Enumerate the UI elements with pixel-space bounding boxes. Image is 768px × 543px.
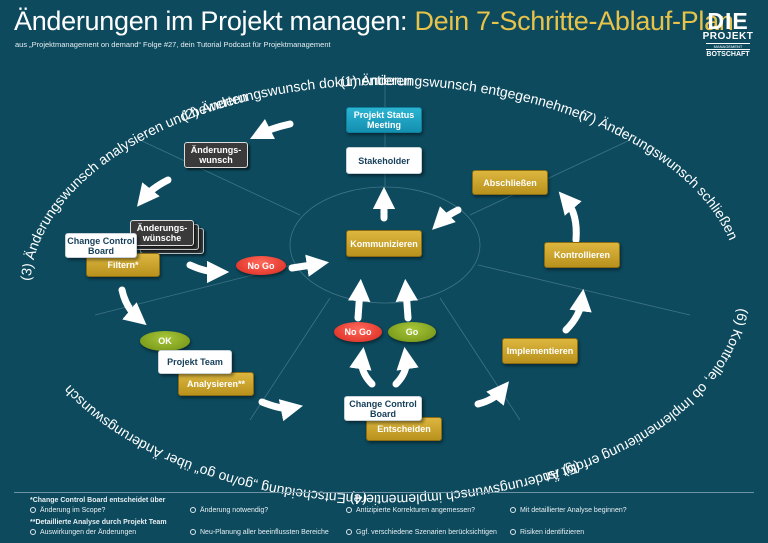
arrow-to-ccb-bottom [258,398,303,422]
arrow-go-to-kommunizieren [395,278,418,322]
ring-step-5: (5) Änderungswunsch implementieren [345,459,583,508]
abschliessen-box: Abschließen [472,170,548,195]
ok-pill: OK [140,331,190,351]
aenderungswuensche-doc: Änderungs-wünsche [130,220,194,246]
bullet-icon [30,507,36,514]
svg-text:(4) Entscheidung „go/no go“ üb: (4) Entscheidung „go/no go“ über Änderun… [60,382,367,507]
kontrollieren-box: Kontrollieren [544,242,620,268]
page-title: Änderungen im Projekt managen: Dein 7-Sc… [14,6,734,37]
subtitle: aus „Projektmanagement on demand“ Folge … [15,40,331,49]
analysis-note-heading: **Detaillierte Analyse durch Projekt Tea… [30,519,167,526]
arrow-to-ccb [137,176,172,207]
logo-line-2: PROJEKT [702,31,754,42]
bullet-icon [190,529,196,536]
analysis-note-item: Neu-Planung aller beeinflussten Bereiche [190,529,329,536]
entscheiden-box: Entscheiden [366,417,442,441]
ring-step-7: (7) Änderungswunsch schließen [577,106,742,242]
bullet-icon [190,507,196,514]
no-go-left-pill: No Go [236,256,286,275]
ccb-note-heading: *Change Control Board entscheidet über [30,497,166,504]
title-accent: Dein 7-Schritte-Ablauf-Plan [414,6,734,36]
analysis-note-item: Ggf. verschiedene Szenarien berücksichti… [346,529,497,536]
ccb-bottom-box: Change Control Board [344,396,422,421]
kommunizieren-box: Kommunizieren [346,230,422,257]
bullet-icon [510,507,516,514]
ring-step-6: (6) Kontrolle, ob Implementierung erfolg… [543,307,752,486]
logo-line-4: BOTSCHAFT [706,51,750,58]
ring-step-4: (4) Entscheidung „go/no go“ über Änderun… [60,382,367,507]
svg-text:(6) Kontrolle, ob Implementier: (6) Kontrolle, ob Implementierung erfolg… [543,307,752,486]
arrow-to-implementieren [474,381,509,408]
ccb-note-item: Änderung im Scope? [30,507,105,514]
flow-arrows [118,118,592,422]
bullet-icon [346,507,352,514]
projekt-team-box: Projekt Team [158,350,232,374]
bullet-icon [30,529,36,536]
analysieren-box: Analysieren** [178,372,254,396]
logo-line-1: DIE [707,8,749,34]
footnotes: *Change Control Board entscheidet über Ä… [14,492,754,536]
bullet-icon [510,529,516,536]
svg-text:(5) Änderungswunsch implementi: (5) Änderungswunsch implementieren [345,459,583,508]
ccb-note-item: Mit detaillierter Analyse beginnen? [510,507,627,514]
analysis-note-item: Risiken identifizieren [510,529,584,536]
ccb-note-item: Antizipierte Korrekturen angemessen? [346,507,475,514]
analysis-note-item: Auswirkungen der Änderungen [30,529,136,536]
aenderungswunsch-doc: Änderungs-wunsch [184,142,248,168]
arrow-to-go-center [392,346,419,388]
logo-line-3: MANAGEMENT [706,43,750,50]
stakeholder-box: Stakeholder [346,147,422,174]
arrow-to-no-go [186,260,230,284]
arrow-to-ok [118,286,147,326]
logo: DIE PROJEKT MANAGEMENT BOTSCHAFT [700,10,756,62]
go-center-pill: Go [388,322,436,342]
arrow-to-kontrollieren [562,288,592,334]
arrow-to-no-go-center [349,346,376,388]
implementieren-box: Implementieren [502,338,578,364]
svg-text:(7) Änderungswunsch schließen: (7) Änderungswunsch schließen [577,106,742,242]
no-go-center-pill: No Go [334,322,382,342]
ccb-note-item: Änderung notwendig? [190,507,268,514]
arrow-abschliessen-to-kommunizieren [432,206,462,230]
arrow-to-kommunizieren [288,254,330,277]
arrow-to-aenderungswunsch [249,118,294,140]
title-main: Änderungen im Projekt managen: [14,6,408,36]
bullet-icon [346,529,352,536]
ccb-top-box: Change Control Board [65,233,137,258]
arrow-to-abschliessen [558,191,582,244]
status-meeting-box: Projekt Status Meeting [346,107,422,133]
arrow-nogo-to-kommunizieren [348,278,371,322]
